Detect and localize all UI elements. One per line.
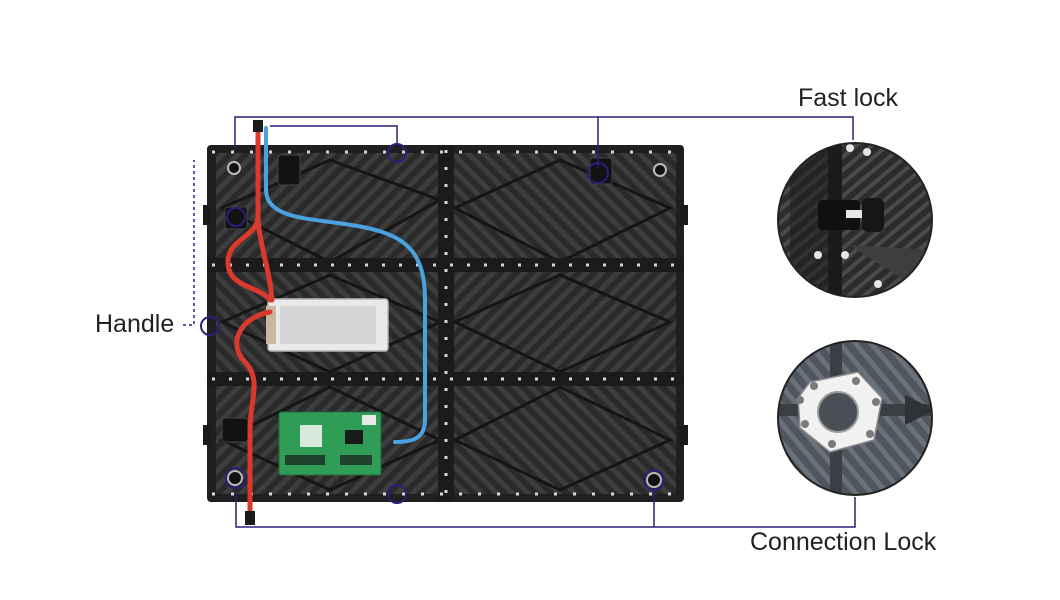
power-cable bbox=[255, 212, 275, 303]
handle-label: Handle bbox=[95, 310, 175, 338]
cabinet-quadrant-br bbox=[451, 382, 676, 494]
connection-lock-hole bbox=[646, 472, 662, 488]
connection-lock-marker bbox=[225, 467, 247, 489]
fast-lock-marker bbox=[587, 162, 609, 184]
signal-cable bbox=[264, 126, 427, 444]
connection-lock-hole bbox=[227, 470, 243, 486]
connection-lock-hole bbox=[653, 163, 667, 177]
cabinet-side-tab bbox=[203, 205, 211, 225]
power-connector bbox=[245, 511, 255, 525]
cabinet-diamond-relief bbox=[218, 385, 444, 492]
power-connector bbox=[253, 120, 263, 132]
connection-lock-callout-line bbox=[235, 492, 856, 528]
connection-lock-marker bbox=[387, 484, 407, 504]
cabinet-quadrant-tr bbox=[451, 153, 676, 263]
fast-lock-callout-line bbox=[270, 125, 398, 143]
power-cable bbox=[225, 125, 273, 303]
receiving-card bbox=[278, 411, 382, 476]
cabinet-side-tab bbox=[203, 425, 211, 445]
fast-lock-callout-line bbox=[234, 116, 854, 148]
power-supply bbox=[266, 298, 389, 352]
fast-lock-marker bbox=[226, 207, 246, 227]
cabinet-quadrant-mr bbox=[451, 270, 676, 375]
handle-marker bbox=[200, 316, 220, 336]
cabinet-side-tab bbox=[680, 425, 688, 445]
handle-block bbox=[221, 417, 249, 443]
cabinet-side-tab bbox=[680, 205, 688, 225]
connection-lock-closeup bbox=[777, 340, 933, 496]
fast-lock-label: Fast lock bbox=[798, 84, 899, 112]
handle-callout-line bbox=[183, 160, 195, 326]
connection-lock-marker bbox=[643, 469, 665, 491]
cabinet-diamond-relief bbox=[451, 385, 674, 492]
fast-lock-closeup bbox=[777, 142, 933, 298]
callout-lines bbox=[183, 116, 856, 528]
fast-lock-marker bbox=[387, 143, 407, 163]
connection-lock-hole bbox=[227, 161, 241, 175]
power-cable bbox=[234, 309, 273, 518]
cabinet-rail-vertical bbox=[438, 145, 454, 502]
callout-markers bbox=[200, 143, 665, 504]
connection-lock-label: Connection Lock bbox=[750, 528, 937, 556]
fast-lock-block bbox=[277, 154, 301, 186]
